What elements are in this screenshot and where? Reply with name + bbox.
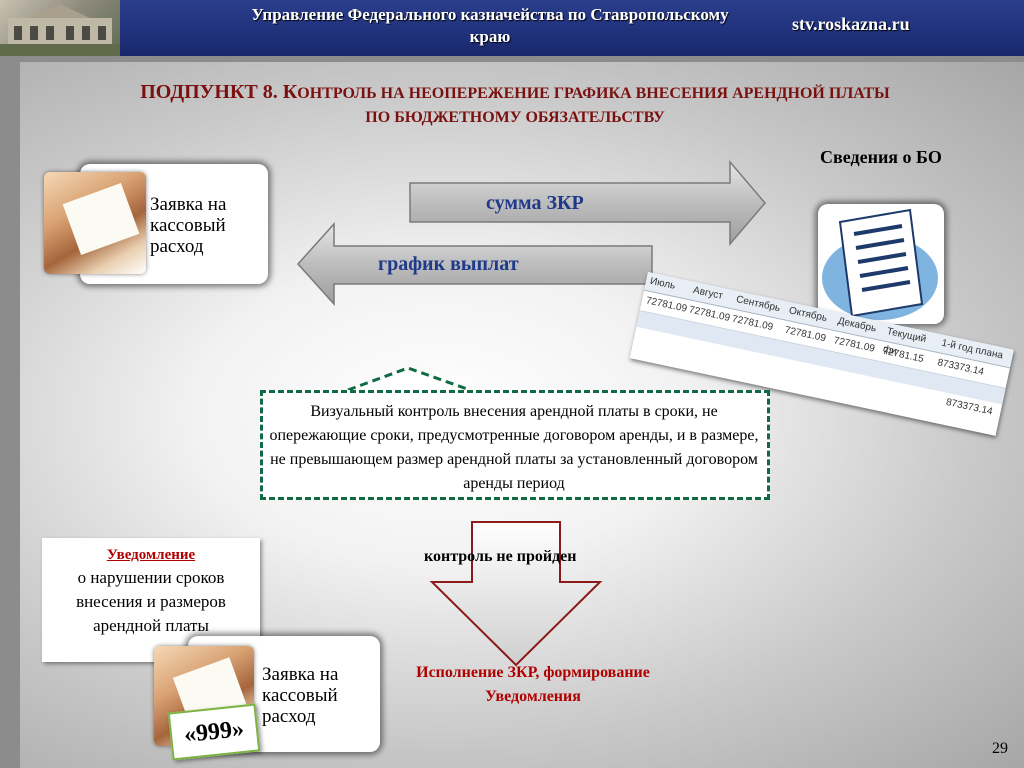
page-number: 29 xyxy=(992,740,1008,757)
header-title: Управление Федерального казначейства по … xyxy=(251,5,729,46)
control-text: Визуальный контроль внесения арендной пл… xyxy=(269,403,759,492)
document-icon xyxy=(822,208,938,320)
notice-body: о нарушении сроков внесения и размеров а… xyxy=(76,568,226,635)
arrow-right xyxy=(409,159,766,247)
header-bar: Управление Федерального казначейства по … xyxy=(0,0,1024,56)
title-line2: ПО БЮДЖЕТНОМУ ОБЯЗАТЕЛЬСТВУ xyxy=(365,109,665,126)
building-photo xyxy=(0,0,120,56)
callout-pointer xyxy=(347,366,471,392)
header-site: stv.roskazna.ru xyxy=(792,14,910,34)
title-part1: ПОДПУНКТ 8. К xyxy=(140,81,298,103)
hands-photo-top xyxy=(44,172,146,274)
arrow-left xyxy=(296,222,653,306)
execution-label: Исполнение ЗКР, формирование Уведомления xyxy=(416,664,650,705)
request-label-bottom: Заявка на кассовый расход xyxy=(262,664,339,727)
request-label-top: Заявка на кассовый расход xyxy=(150,194,227,257)
slide-title: ПОДПУНКТ 8. КОНТРОЛЬ НА НЕОПЕРЕЖЕНИЕ ГРА… xyxy=(20,80,1010,130)
building-icon xyxy=(0,4,120,56)
control-failed-label: контроль не пройден xyxy=(424,548,577,565)
control-box xyxy=(260,390,770,500)
notice-title: Уведомление xyxy=(106,547,196,563)
title-part2: ОНТРОЛЬ НА НЕОПЕРЕЖЕНИЕ ГРАФИКА ВНЕСЕНИЯ… xyxy=(297,85,890,102)
arrow-left-label: график выплат xyxy=(378,253,519,275)
svedenia-bo-label: Сведения о БО xyxy=(820,147,942,167)
arrow-down xyxy=(429,521,603,667)
code-badge: «999» xyxy=(167,703,261,761)
arrow-right-label: сумма ЗКР xyxy=(486,192,584,214)
